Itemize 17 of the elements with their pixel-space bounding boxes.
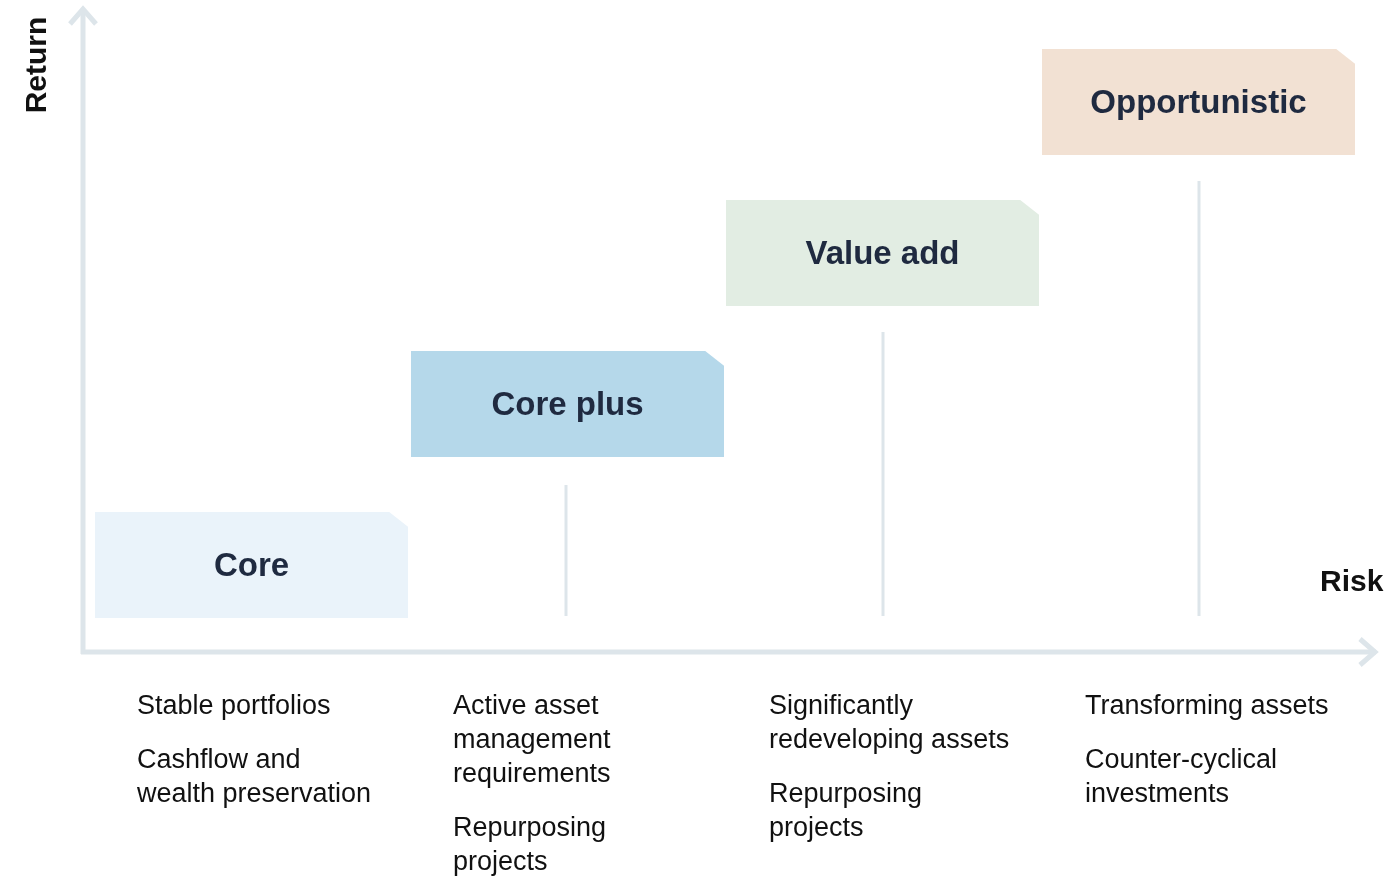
category-tab xyxy=(726,200,1039,306)
category-label: Core plus xyxy=(491,385,644,423)
category-label: Value add xyxy=(805,234,960,272)
axis-title: Risk xyxy=(1320,564,1384,598)
category-tab xyxy=(1042,49,1355,155)
description-text: Significantly redeveloping assets xyxy=(769,689,1011,756)
description-text: Cashflow and wealth preservation xyxy=(137,743,373,810)
category-label: Core xyxy=(213,546,290,584)
description-text: Active asset management requirements xyxy=(453,689,612,790)
category-tab xyxy=(411,351,724,457)
description-text: Counter-cyclical investments xyxy=(1085,743,1279,810)
description-text: Repurposing projects xyxy=(769,777,924,844)
axis-title: Return xyxy=(19,16,54,114)
description-text: Transforming assets xyxy=(1085,689,1330,722)
description-text: Repurposing projects xyxy=(453,811,608,878)
description-text: Stable portfolios xyxy=(137,689,332,722)
category-label: Opportunistic xyxy=(1090,83,1307,121)
